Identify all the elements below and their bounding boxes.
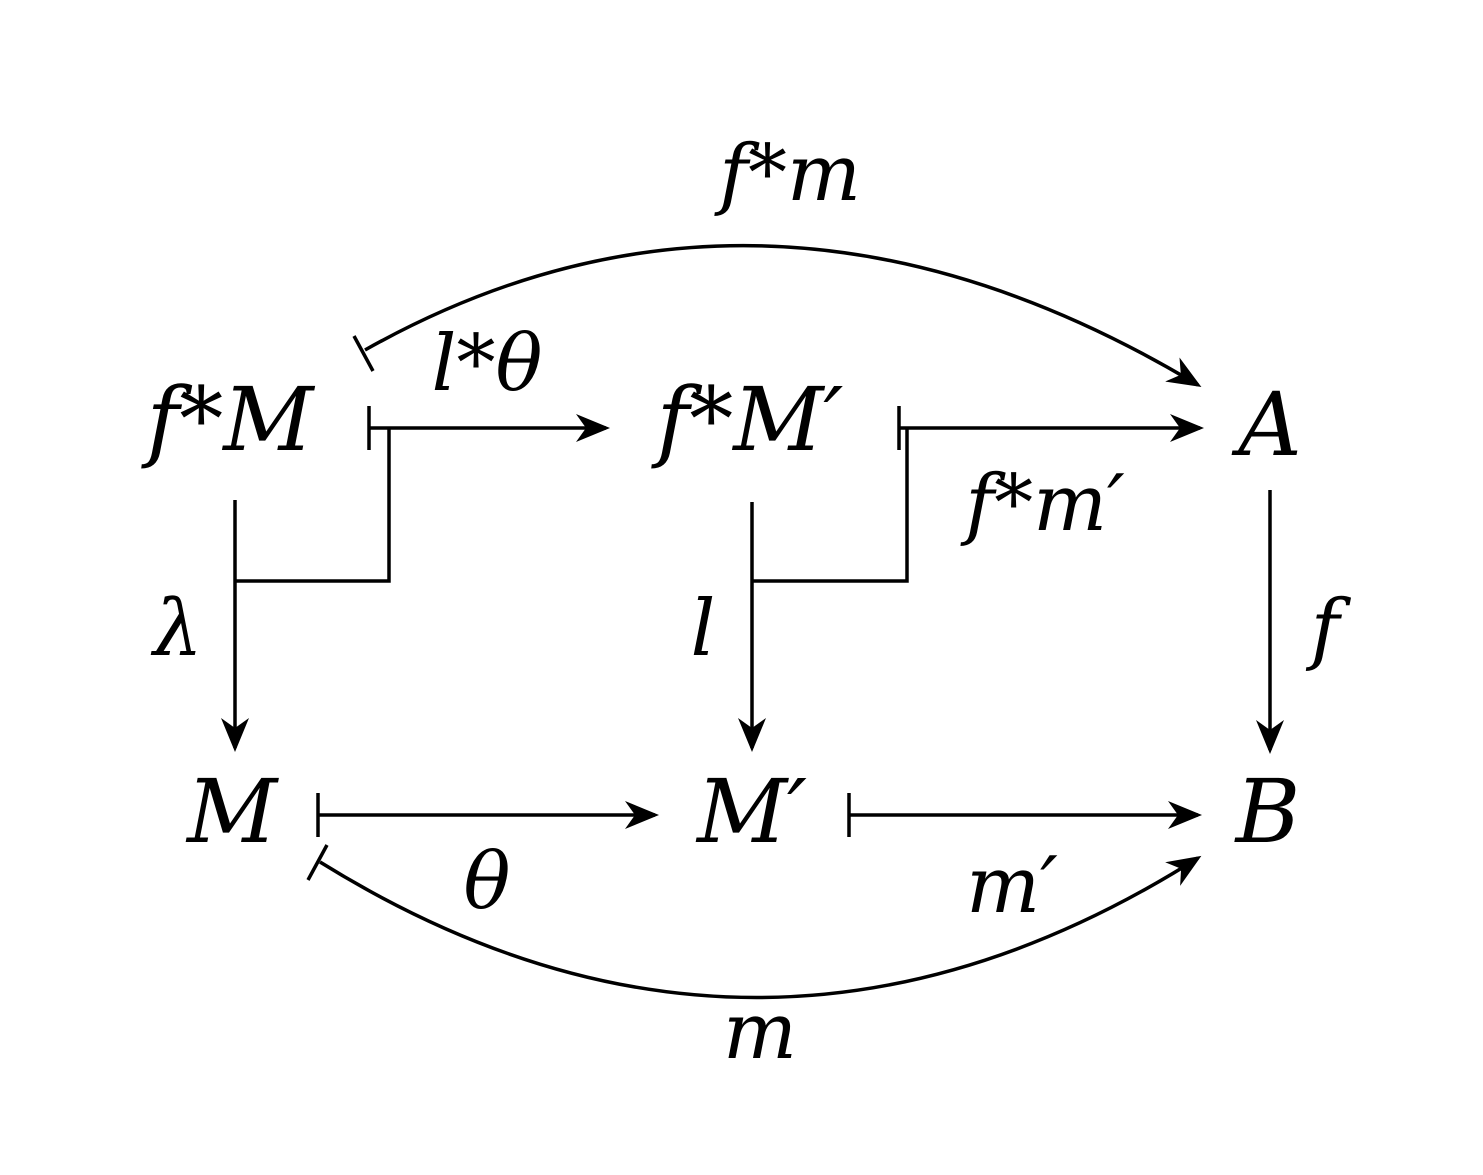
pullback-corner-left [235, 428, 391, 583]
arrow-fstar-m-prime [897, 406, 1204, 450]
arrow-m [306, 844, 1202, 1000]
label-l: l [691, 584, 716, 674]
object-B: B [1234, 760, 1301, 863]
arrow-m-prime [847, 793, 1202, 837]
object-fstar-M: f*M [141, 368, 316, 471]
label-theta: θ [464, 837, 511, 927]
label-m-prime: m′ [966, 841, 1058, 931]
label-m: m [723, 987, 797, 1077]
object-M-prime: M′ [695, 760, 807, 863]
label-fstar-m: f*m [714, 129, 861, 219]
arrow-lstar-theta [367, 406, 610, 450]
label-lstar-theta: l*θ [432, 319, 543, 409]
object-A: A [1231, 373, 1302, 476]
label-lambda: λ [150, 584, 202, 674]
pullback-corner-right [752, 428, 909, 583]
label-f: f [1306, 584, 1352, 674]
arrow-fstar-m [352, 243, 1202, 388]
label-fstar-m-prime: f*m′ [960, 459, 1125, 549]
arrow-theta [316, 793, 659, 837]
object-M: M [185, 760, 279, 863]
object-fstar-M-prime: f*M′ [651, 368, 844, 471]
